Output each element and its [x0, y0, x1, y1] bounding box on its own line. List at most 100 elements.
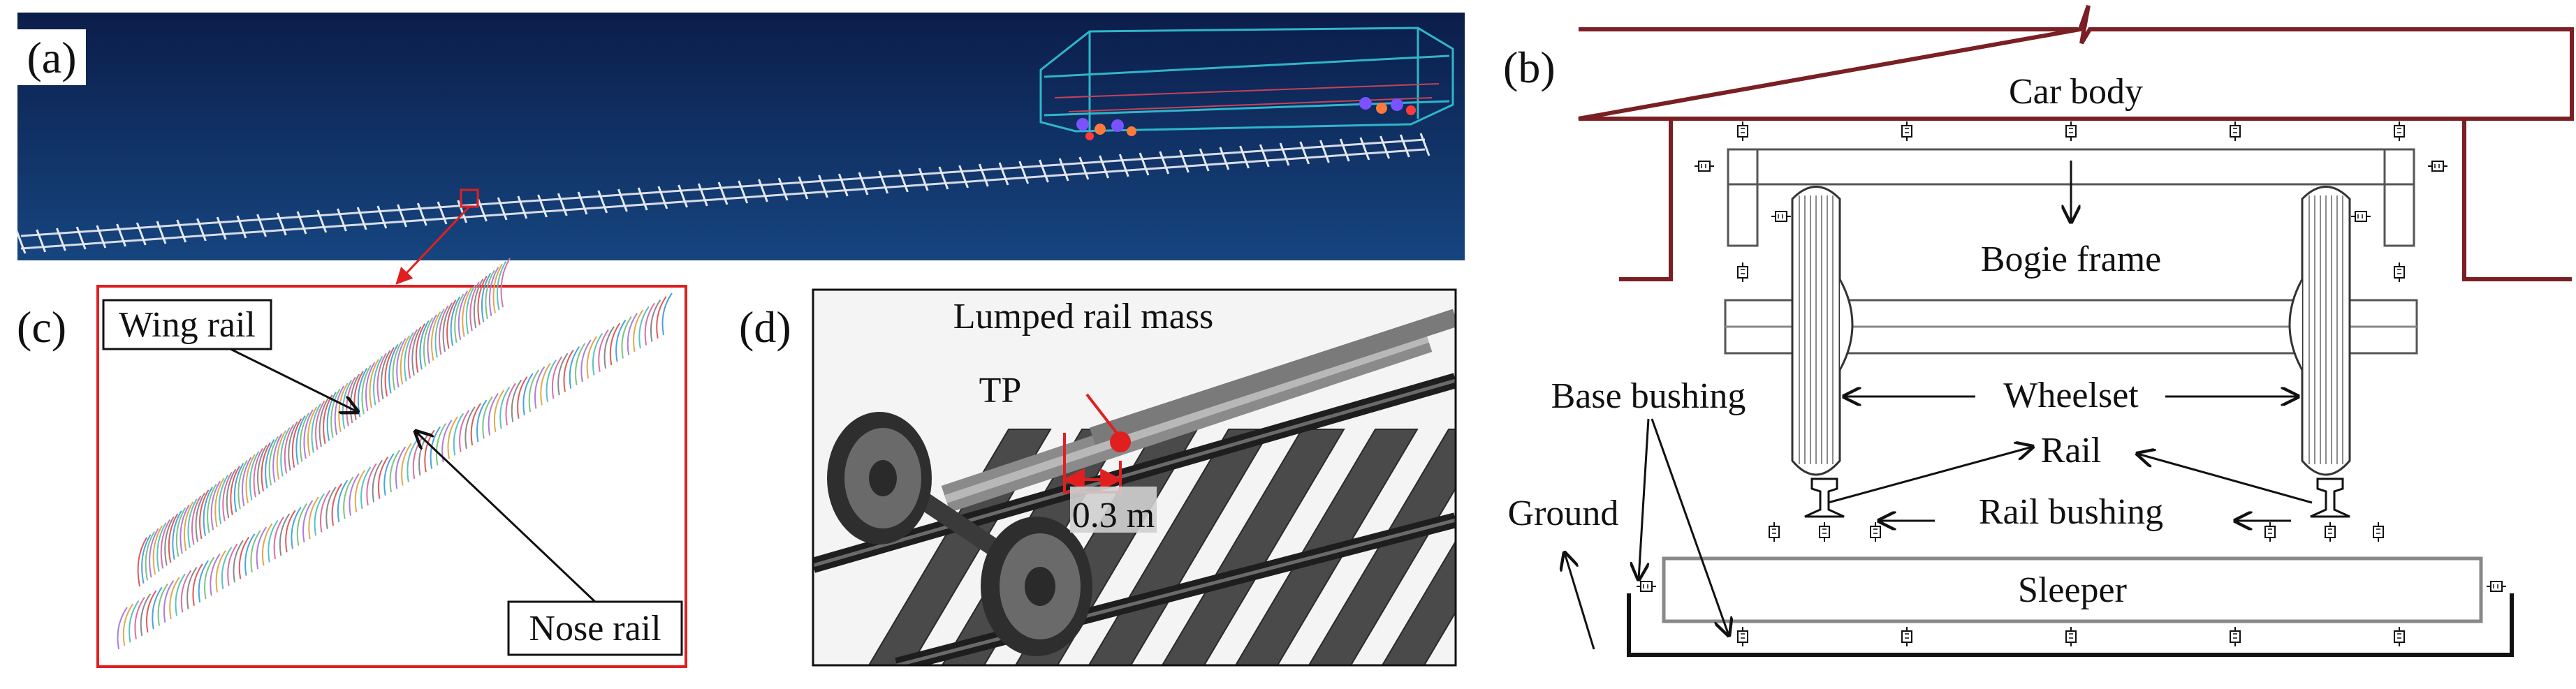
- track-sleeper: [256, 214, 267, 237]
- track-sleeper: [697, 183, 708, 207]
- nose-rail-section: [551, 356, 563, 399]
- wing-rail-section: [419, 320, 430, 370]
- wing-rail-section: [233, 463, 244, 512]
- nose-rail-section: [122, 603, 134, 646]
- nose-rail-section: [522, 373, 534, 416]
- spring-damper: [1769, 521, 1780, 542]
- wing-rail-section: [141, 534, 152, 584]
- wing-rail-section: [381, 350, 391, 400]
- nose-rail-section: [157, 583, 168, 626]
- wing-rail-section: [485, 269, 495, 320]
- nose-rail-section: [261, 523, 273, 566]
- nose-rail-section: [511, 379, 522, 422]
- spring-damper: [2394, 626, 2405, 647]
- nose-rail-section: [482, 396, 493, 439]
- wing-rail-section: [199, 489, 210, 540]
- track-sleeper: [1058, 158, 1069, 181]
- track-sleeper: [998, 162, 1009, 186]
- nose-rail-section: [476, 399, 488, 443]
- nose-rail-section: [401, 443, 412, 486]
- nose-rail-section: [470, 403, 481, 446]
- track-sleeper: [637, 187, 648, 211]
- wing-rail-section: [450, 296, 460, 346]
- rail-section-lines: [117, 258, 673, 650]
- tp-label: TP: [979, 371, 1022, 410]
- spring-damper: [2373, 521, 2384, 542]
- distance-label: 0.3 m: [1072, 496, 1155, 535]
- nose-rail-section: [325, 487, 337, 529]
- track-sleeper: [717, 181, 729, 205]
- nose-rail-section: [447, 416, 458, 459]
- wing-rail-section: [195, 492, 205, 542]
- track-sleeper: [878, 170, 889, 194]
- track-sleeper: [397, 204, 407, 228]
- wing-rail-section: [295, 415, 306, 465]
- panel-d: (d): [739, 288, 1457, 667]
- nose-rail-section: [215, 550, 226, 593]
- wing-rail-section: [280, 427, 291, 477]
- wing-rail-section: [458, 290, 469, 341]
- wing-rail-section: [462, 288, 472, 337]
- wing-rail-label-box: [102, 299, 272, 350]
- panel-d-frame: [812, 288, 1457, 667]
- wheelset-label: Wheelset: [2003, 376, 2139, 415]
- track-sleeper: [758, 179, 768, 202]
- nose-rail-section: [569, 346, 580, 389]
- simulation-background: [17, 13, 1465, 260]
- rail-label: Rail: [2041, 431, 2102, 471]
- track-sleeper: [1239, 145, 1250, 169]
- spring-damper: [1870, 521, 1881, 542]
- nose-rail-section: [389, 450, 400, 493]
- wing-rail-section: [326, 391, 337, 441]
- nose-rail-section: [360, 466, 372, 510]
- track-sleeper: [1259, 144, 1270, 168]
- base-bushing-label: Base bushing: [1551, 376, 1746, 416]
- track-sleeper: [36, 229, 47, 253]
- nose-rail-section: [661, 292, 673, 336]
- spring-damper: [2486, 581, 2507, 592]
- distance-label-bg: [1070, 487, 1157, 533]
- nose-rail-section: [592, 332, 603, 376]
- wing-rail-section: [156, 522, 167, 572]
- nose-rail-section: [383, 453, 395, 496]
- track-sleeper: [1380, 135, 1390, 159]
- nose-rail-section: [505, 383, 516, 426]
- track-sleeper: [1419, 133, 1430, 156]
- wing-rail-section: [160, 519, 171, 569]
- wing-rail-section: [373, 355, 383, 406]
- wing-rail-section: [500, 258, 511, 308]
- panel-d-render: [813, 290, 1456, 665]
- track-sleepers: [15, 133, 1430, 254]
- nose-rail-section: [650, 299, 661, 342]
- wing-rail-section: [237, 459, 248, 510]
- wheel-profile: [2288, 186, 2351, 476]
- wheelset-3d: [827, 412, 1092, 656]
- spring-damper: [1901, 626, 1912, 647]
- rail-bushing-label: Rail bushing: [1979, 492, 2163, 532]
- track-sleeper: [577, 191, 588, 215]
- track-sleeper: [296, 211, 307, 235]
- lumped-rail-mass-label: Lumped rail mass: [953, 297, 1214, 336]
- track-sleeper: [1118, 154, 1129, 177]
- spring-damper: [2230, 121, 2241, 142]
- wing-rail-section: [299, 412, 310, 462]
- nose-rail-section: [656, 296, 667, 339]
- track-sleeper: [738, 180, 749, 204]
- nose-rail-section: [453, 413, 464, 456]
- panel-d-letter: (d): [739, 302, 791, 352]
- car-body-label: Car body: [2009, 72, 2143, 112]
- wing-rail-arrow: [230, 348, 358, 412]
- spring-damper: [1694, 161, 1715, 172]
- nose-rail-section: [517, 376, 528, 419]
- nose-rail-section: [586, 336, 597, 379]
- track-sleeper: [216, 216, 227, 240]
- wing-rail-section: [477, 276, 488, 325]
- wing-rail-section: [400, 335, 411, 385]
- spring-damper: [2394, 262, 2405, 283]
- zoom-arrow: [395, 205, 471, 285]
- track-sleeper: [918, 168, 929, 191]
- nose-rail-section: [256, 526, 267, 570]
- track-sleeper: [56, 228, 66, 251]
- wing-rail-section: [376, 353, 387, 403]
- wing-rail-section: [492, 263, 503, 313]
